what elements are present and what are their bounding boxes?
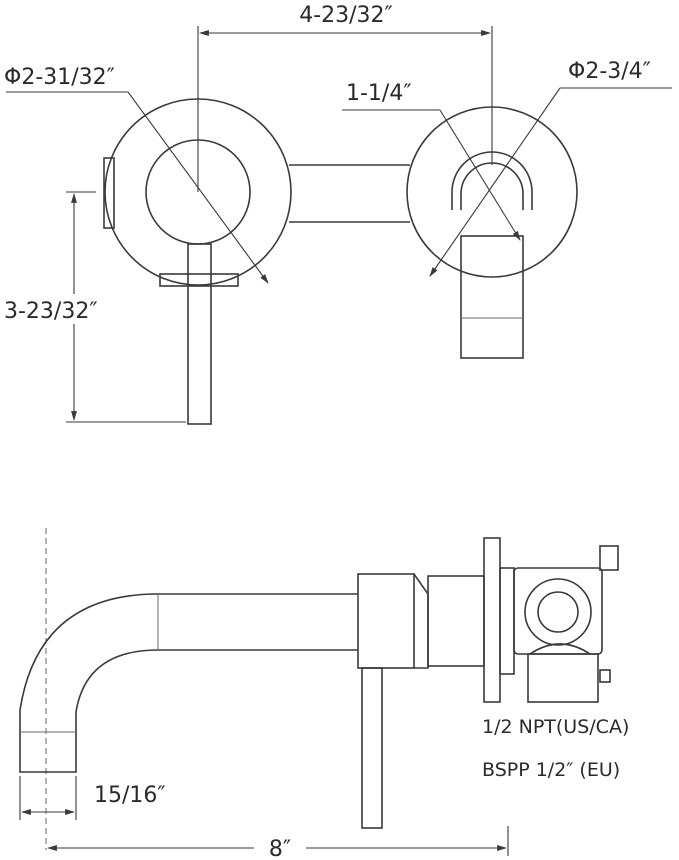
- center-spacing-dimension: 4-23/32″: [197, 3, 493, 192]
- curved-spout: [19, 593, 358, 773]
- left-plate-diameter-label: Φ2-31/32″: [4, 65, 115, 90]
- thread-eu-label: BSPP 1/2″ (EU): [482, 759, 620, 781]
- thread-us-label: 1/2 NPT(US/CA): [482, 716, 629, 738]
- center-spacing-label: 4-23/32″: [299, 3, 393, 28]
- side-view: 1/2 NPT(US/CA) BSPP 1/2″ (EU) 15/16″ 8″: [19, 528, 629, 860]
- top-view: 4-23/32″ Φ2-31/32″ 1-1/4″ Φ2-3/4″ 3-23/3…: [2, 3, 672, 425]
- spout-outlet-label: 1-1/4″: [346, 81, 412, 106]
- spout-reach-label: 8″: [269, 837, 291, 860]
- left-plate-diameter-dimension: Φ2-31/32″: [4, 65, 269, 284]
- handle-length-label: 3-23/32″: [4, 299, 98, 324]
- side-lever-handle: [361, 667, 383, 829]
- right-plate-diameter-label: Φ2-3/4″: [568, 59, 651, 84]
- spout-reach-dimension: 8″: [47, 826, 509, 860]
- wall-offset-label: 15/16″: [94, 783, 166, 808]
- lever-handle: [187, 243, 212, 425]
- valve-body: [357, 537, 619, 703]
- connecting-body: [289, 164, 410, 223]
- right-plate-diameter-dimension: Φ2-3/4″: [429, 59, 672, 277]
- wall-offset-dimension: 15/16″: [19, 776, 166, 820]
- handle-length-dimension: 3-23/32″: [2, 191, 186, 423]
- spout-outlet-dimension: 1-1/4″: [342, 81, 521, 241]
